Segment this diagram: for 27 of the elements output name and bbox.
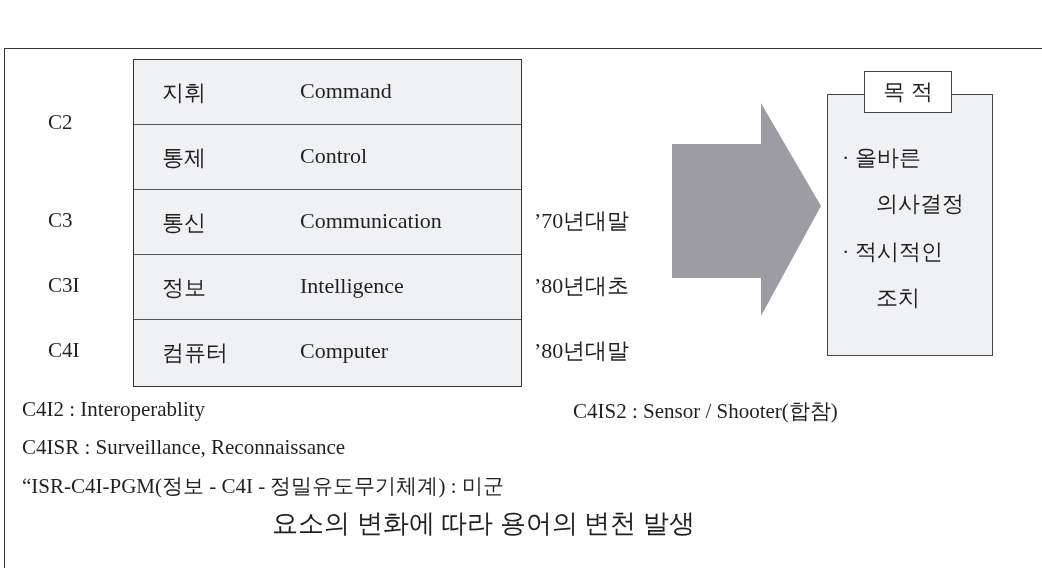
acronym-label: C2 [48, 110, 73, 135]
era-label: ’80년대초 [534, 272, 630, 300]
term-english: Control [300, 143, 368, 169]
era-label: ’70년대말 [534, 207, 630, 235]
definition-note: “ISR-C4I-PGM(정보 - C4I - 정밀유도무기체계) : 미군 [22, 473, 504, 500]
caption: 요소의 변화에 따라 용어의 변천 발생 [272, 508, 695, 540]
term-english: Communication [300, 208, 442, 234]
bullet-text: · 적시적인 조치 [842, 238, 944, 312]
term-english: Computer [300, 338, 388, 364]
heading-tab: 목 적 [864, 71, 952, 113]
acronym-label: C4I [48, 338, 80, 363]
term-korean: 정보 [162, 274, 206, 302]
term-korean: 통신 [162, 209, 206, 237]
term-english: Intelligence [300, 273, 404, 299]
term-korean: 컴퓨터 [162, 339, 228, 367]
term-korean: 지휘 [162, 79, 206, 107]
term-korean: 통제 [162, 144, 206, 172]
definition-note: C4I2 : Interoperablity [22, 397, 206, 422]
definition-note: C4ISR : Surveillance, Reconnaissance [22, 435, 346, 460]
term-english: Command [300, 78, 392, 104]
bullet-text: · 올바른 의사결정 [842, 144, 965, 218]
term-table [133, 59, 522, 387]
era-label: ’80년대말 [534, 337, 630, 365]
definition-note: C4IS2 : Sensor / Shooter(합참) [573, 398, 838, 425]
acronym-label: C3I [48, 273, 80, 298]
block-arrow [672, 103, 821, 316]
acronym-label: C3 [48, 208, 73, 233]
